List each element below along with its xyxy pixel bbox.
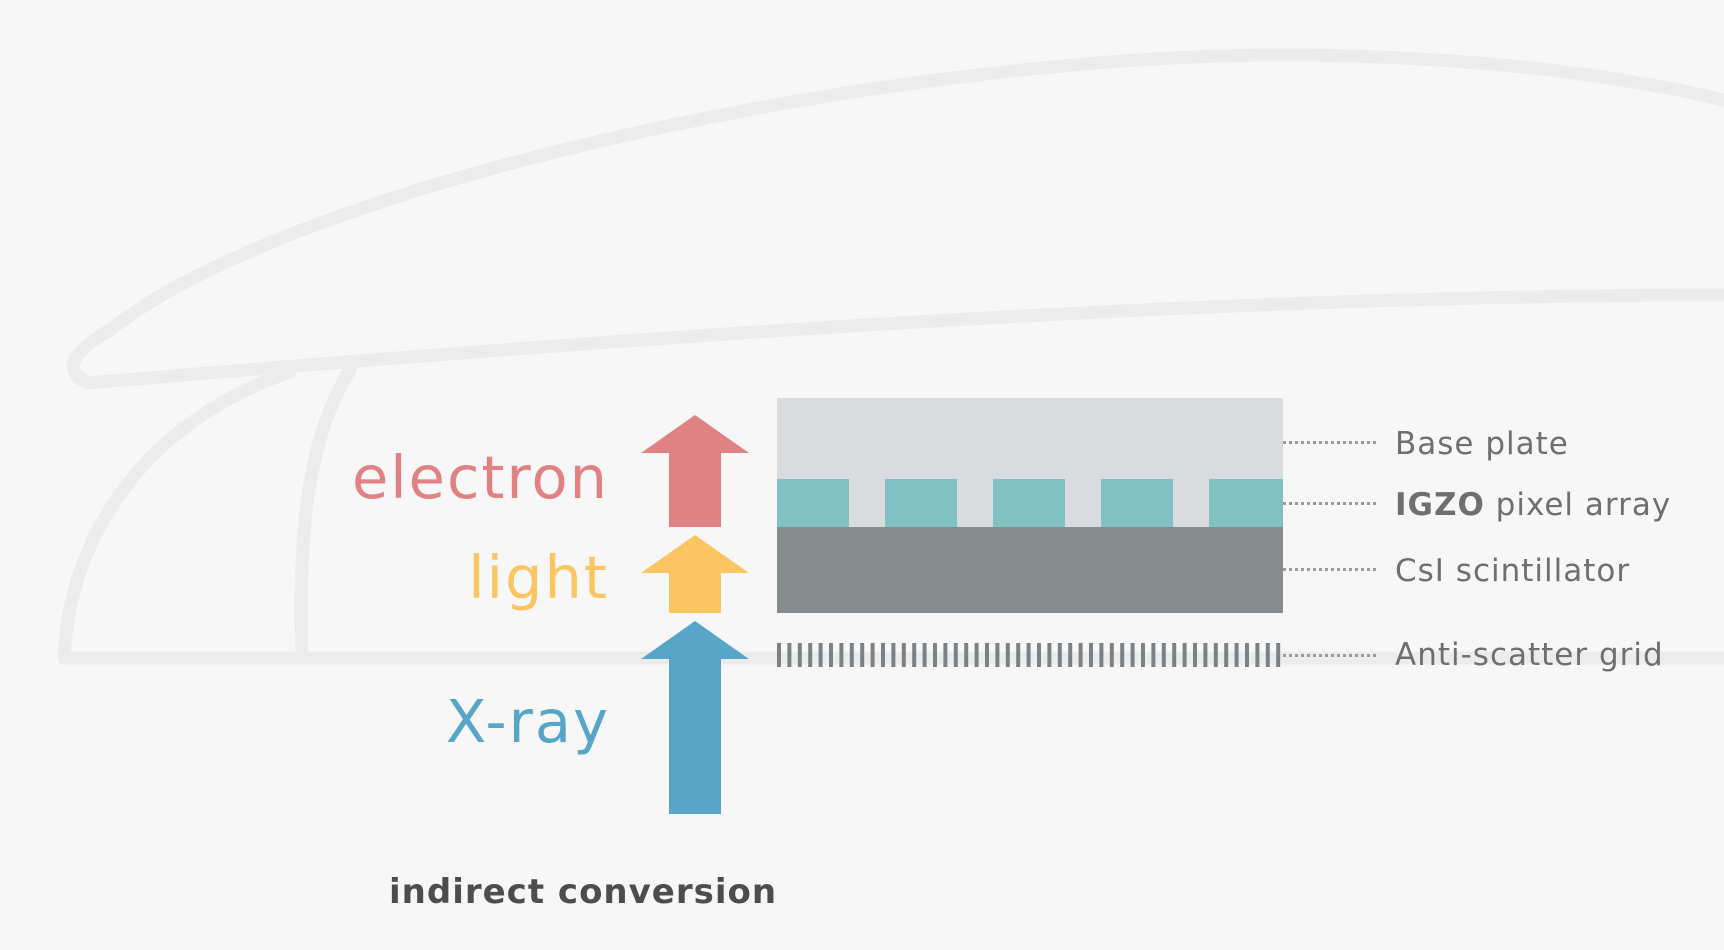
grid-lamella — [943, 643, 948, 667]
grid-lamella — [777, 643, 781, 667]
grid-lamella — [1109, 643, 1114, 667]
light-arrow-icon — [641, 535, 749, 613]
grid-lamella — [933, 643, 937, 667]
stage-label-light: light — [468, 543, 609, 612]
leader-line-grid — [1283, 654, 1376, 657]
layer-label-igzo-strong: IGZO — [1395, 487, 1485, 523]
grid-lamella — [787, 643, 792, 667]
grid-lamella — [1089, 643, 1093, 667]
electron-arrow-icon — [641, 415, 749, 527]
layer-label-base-plate: Base plate — [1395, 426, 1569, 462]
grid-lamella — [1245, 643, 1249, 667]
grid-lamella — [1213, 643, 1218, 667]
grid-lamella — [1016, 643, 1021, 667]
grid-lamella — [1234, 643, 1239, 667]
igzo-pixel — [993, 479, 1065, 527]
layer-label-igzo-rest: pixel array — [1484, 487, 1672, 523]
grid-lamella — [1141, 643, 1145, 667]
grid-lamella — [1057, 643, 1062, 667]
grid-lamella — [808, 643, 813, 667]
outline-inner-curve — [294, 363, 357, 665]
stage-label-xray: X-ray — [445, 687, 610, 756]
electron-arrow-shape — [641, 415, 749, 527]
grid-lamella — [995, 643, 1000, 667]
grid-lamella — [1120, 643, 1125, 667]
grid-lamella — [1276, 643, 1281, 667]
leader-line-base-plate — [1283, 441, 1376, 444]
stage-label-electron: electron — [351, 443, 609, 512]
grid-lamella — [974, 643, 979, 667]
csi-scintillator-layer — [777, 527, 1283, 613]
grid-lamella — [1224, 643, 1229, 667]
light-arrow-shape — [641, 535, 749, 613]
grid-lamella — [964, 643, 969, 667]
diagram-caption: indirect conversion — [389, 872, 778, 912]
igzo-pixel — [885, 479, 957, 527]
grid-lamella — [1099, 643, 1104, 667]
anti-scatter-grid-layer — [777, 643, 1281, 667]
grid-lamella — [1203, 643, 1208, 667]
grid-lamella — [1078, 643, 1083, 667]
leader-line-igzo — [1283, 502, 1376, 505]
grid-lamella — [818, 643, 823, 667]
grid-lamella — [1130, 643, 1135, 667]
grid-lamella — [1255, 643, 1260, 667]
grid-lamella — [922, 643, 927, 667]
grid-lamella — [1161, 643, 1166, 667]
grid-lamella — [860, 643, 865, 667]
grid-lamella — [912, 643, 917, 667]
leader-line-csi — [1283, 568, 1376, 571]
xray-arrow-icon — [641, 621, 749, 814]
grid-lamella — [985, 643, 989, 667]
outline-lower-edge — [81, 288, 1724, 390]
layer-label-csi-scintillator: CsI scintillator — [1395, 553, 1631, 589]
igzo-pixel — [777, 479, 849, 527]
igzo-pixel — [1101, 479, 1173, 527]
grid-lamella — [881, 643, 885, 667]
grid-lamella — [1151, 643, 1156, 667]
grid-lamella — [1182, 643, 1187, 667]
grid-lamella — [1005, 643, 1010, 667]
igzo-pixel-array-layer — [777, 479, 1283, 527]
grid-lamella — [797, 643, 802, 667]
grid-lamella — [1068, 643, 1073, 667]
grid-lamella — [891, 643, 896, 667]
igzo-pixel — [1209, 479, 1283, 527]
grid-lamella — [1265, 643, 1270, 667]
grid-lamella — [1037, 643, 1041, 667]
detector-layer-stack — [777, 398, 1283, 667]
outline-upper-shell — [67, 48, 1724, 390]
grid-lamella — [829, 643, 833, 667]
grid-lamella — [1026, 643, 1031, 667]
layer-label-anti-scatter-grid: Anti-scatter grid — [1395, 637, 1664, 673]
xray-arrow-shape — [641, 621, 749, 814]
grid-lamella — [870, 643, 875, 667]
grid-lamella — [1193, 643, 1197, 667]
grid-lamella — [1047, 643, 1052, 667]
layer-label-igzo: IGZO pixel array — [1395, 490, 1671, 521]
outline-front-curve — [57, 365, 297, 665]
grid-lamella — [849, 643, 854, 667]
grid-lamella — [1172, 643, 1177, 667]
grid-lamella — [839, 643, 844, 667]
grid-lamella — [901, 643, 906, 667]
grid-lamella — [953, 643, 958, 667]
